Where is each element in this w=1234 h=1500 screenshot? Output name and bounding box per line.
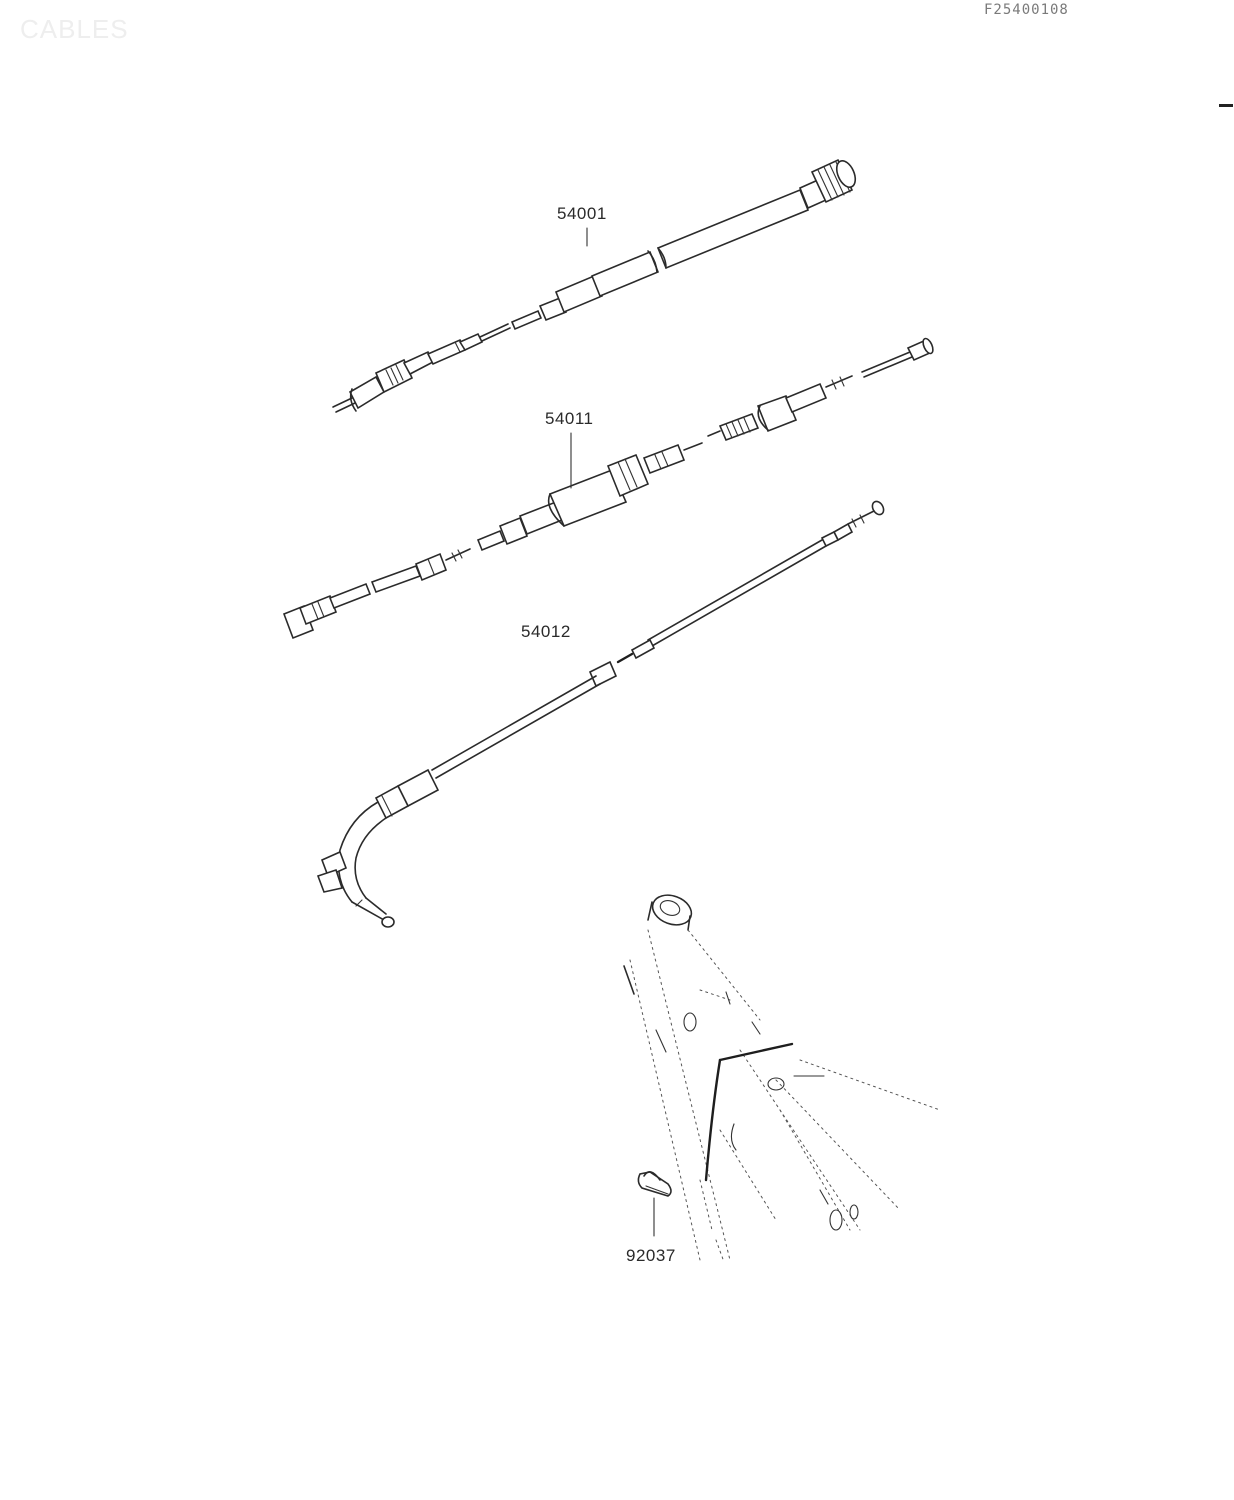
part-label-54001[interactable]: 54001 <box>557 204 607 223</box>
cable-54011-adjuster <box>707 337 934 442</box>
cable-54001[interactable] <box>332 158 859 413</box>
cable-54011[interactable] <box>282 337 935 640</box>
cable-54011-lower-fitting <box>282 548 471 640</box>
part-label-54012[interactable]: 54012 <box>521 622 571 641</box>
cable-54012-upper-end <box>820 500 885 548</box>
part-label-54011[interactable]: 54011 <box>545 409 594 428</box>
diagram-code: F25400108 <box>984 2 1069 18</box>
cable-54001-upper-fitting <box>810 158 857 204</box>
edge-mark <box>1219 104 1233 107</box>
page-title: CABLES <box>20 14 129 44</box>
part-label-92037[interactable]: 92037 <box>626 1246 676 1265</box>
cable-54011-housing <box>476 442 703 552</box>
cable-54012-housing <box>374 539 827 820</box>
cable-54012-curved-end <box>316 801 395 928</box>
clamp-92037[interactable] <box>637 1171 672 1237</box>
cable-54012[interactable] <box>316 499 886 928</box>
frame-head-section <box>623 894 941 1263</box>
cable-54001-housing <box>510 178 828 331</box>
cable-54001-lower-fitting <box>332 323 511 413</box>
